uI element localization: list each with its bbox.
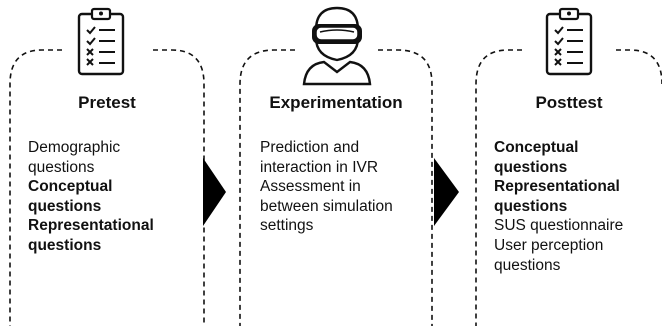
posttest-frame (475, 49, 662, 326)
description-line: Prediction and (260, 139, 360, 156)
arrow-right-icon (203, 158, 226, 226)
stage-experimentation: Experimentation Prediction and interacti… (240, 0, 432, 326)
description-line: Representational (494, 178, 620, 196)
description-line: SUS questionnaire (494, 217, 624, 235)
description-line: Representational (28, 217, 154, 235)
description-line: User perception (494, 236, 604, 254)
stage-description: Conceptual questions Representational qu… (494, 138, 623, 275)
description-line: questions (494, 197, 568, 215)
stage-title: Posttest (535, 93, 603, 112)
description-line: Assessment in (260, 178, 361, 196)
stage-posttest: Posttest Conceptual questions Representa… (476, 0, 662, 326)
stage-description: Prediction and interaction in IVR Assess… (260, 138, 393, 236)
description-line: between simulation (260, 197, 393, 215)
description-line: Demographic (28, 139, 121, 156)
pretest-frame (9, 49, 205, 326)
experimentation-frame (239, 49, 433, 326)
vr-headset-person-icon (302, 6, 372, 86)
stage-pretest: Pretest Demographic questions Conceptual… (10, 0, 204, 326)
stage-title: Experimentation (269, 93, 403, 112)
description-line: questions (28, 197, 102, 215)
arrow-right-icon (434, 158, 459, 226)
description-line: Conceptual (494, 139, 579, 156)
description-line: interaction in IVR (260, 158, 379, 176)
description-line: questions (494, 256, 561, 274)
description-line: questions (494, 158, 568, 176)
description-line: questions (28, 236, 102, 254)
stage-description: Demographic questions Conceptual questio… (28, 138, 154, 256)
stage-title: Pretest (78, 93, 136, 112)
description-line: questions (28, 158, 95, 176)
clipboard-checklist-icon (545, 7, 593, 76)
description-line: Conceptual (28, 178, 113, 196)
clipboard-checklist-icon (77, 7, 125, 76)
description-line: settings (260, 217, 314, 235)
